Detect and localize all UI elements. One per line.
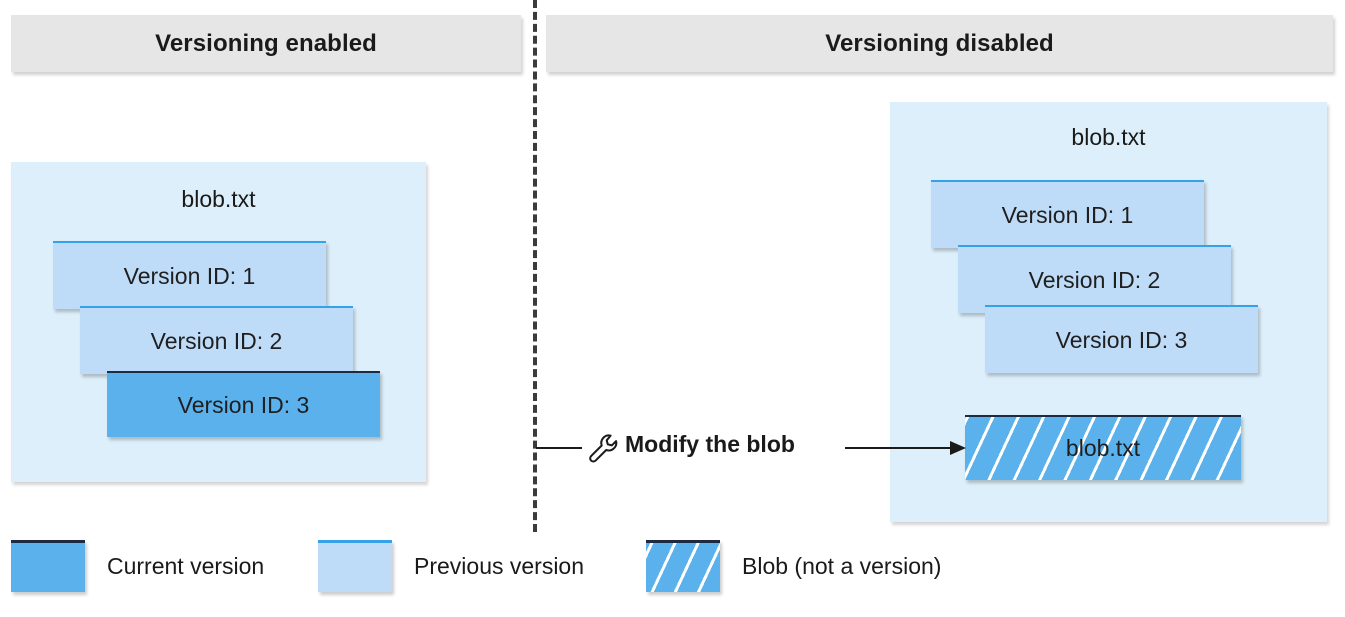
version-card-left-3-current: Version ID: 3	[107, 371, 380, 437]
legend-label: Current version	[107, 552, 265, 579]
version-card-left-2: Version ID: 2	[80, 306, 353, 374]
column-header-versioning-disabled: Versioning disabled	[546, 15, 1333, 72]
version-card-left-1: Version ID: 1	[53, 241, 326, 309]
version-card-right-1: Version ID: 1	[931, 180, 1204, 248]
version-card-label: Version ID: 2	[1028, 266, 1161, 293]
legend: Current version Previous version Blob (n…	[0, 540, 1345, 610]
version-card-label: Version ID: 1	[123, 262, 256, 289]
version-card-label: Version ID: 3	[1055, 326, 1188, 353]
column-header-label: Versioning enabled	[155, 29, 377, 57]
legend-item-current-version: Current version	[11, 540, 264, 592]
legend-label: Previous version	[414, 552, 585, 579]
version-card-label: Version ID: 3	[177, 391, 310, 418]
legend-label: Blob (not a version)	[742, 552, 942, 579]
modify-blob-label: Modify the blob	[625, 431, 795, 457]
legend-swatch-current-version	[11, 540, 85, 592]
connector-line	[536, 447, 582, 449]
column-header-versioning-enabled: Versioning enabled	[11, 15, 521, 72]
version-card-label: Version ID: 1	[1001, 201, 1134, 228]
hatched-blob-label: blob.txt	[1065, 435, 1141, 461]
version-card-right-3: Version ID: 3	[985, 305, 1258, 373]
hatched-blob-box: blob.txt	[965, 415, 1241, 480]
blob-name-label: blob.txt	[1071, 124, 1146, 150]
legend-swatch-blob-not-a-version	[646, 540, 720, 592]
legend-swatch-previous-version	[318, 540, 392, 592]
blob-name-label: blob.txt	[181, 186, 256, 212]
wrench-icon	[586, 432, 620, 466]
legend-item-previous-version: Previous version	[318, 540, 584, 592]
arrow-right-icon	[845, 439, 966, 457]
version-card-label: Version ID: 2	[150, 327, 283, 354]
modify-blob-action: Modify the blob	[534, 424, 966, 472]
column-header-label: Versioning disabled	[825, 29, 1054, 57]
column-divider	[533, 0, 537, 532]
version-card-right-2: Version ID: 2	[958, 245, 1231, 313]
legend-item-blob-not-a-version: Blob (not a version)	[646, 540, 941, 592]
